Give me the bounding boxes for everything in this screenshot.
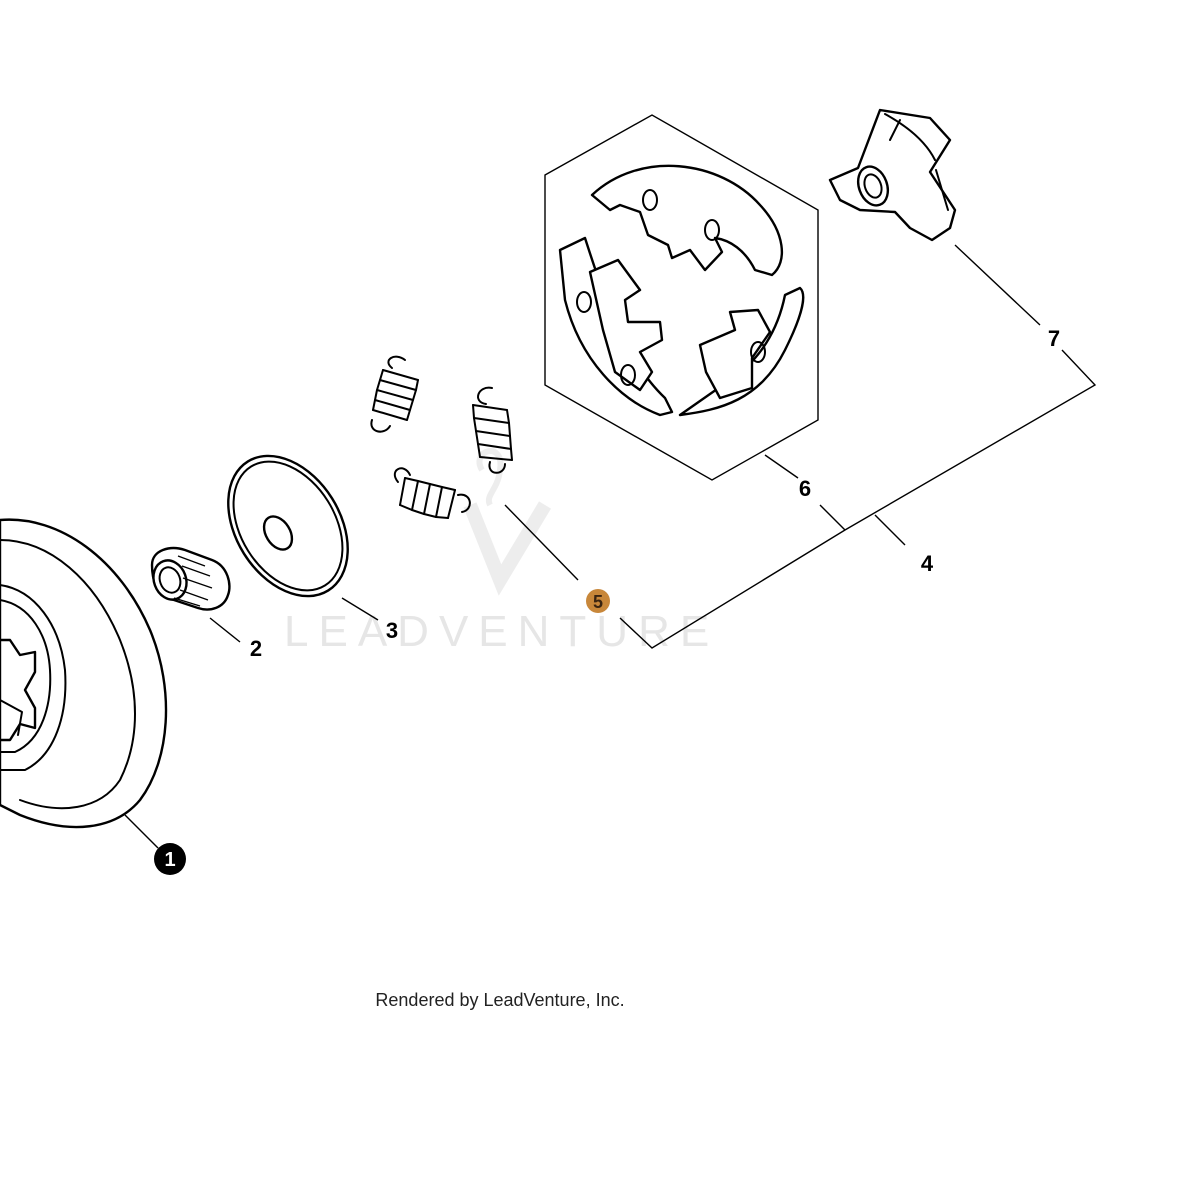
callout-7[interactable]: 7 [1048, 326, 1060, 351]
callout-6-label: 6 [799, 476, 811, 501]
spring-middle [472, 386, 513, 474]
shoe-right [678, 286, 805, 417]
callout-6[interactable]: 6 [799, 476, 811, 501]
callout-2[interactable]: 2 [250, 636, 262, 661]
part-clutch-hub[interactable] [828, 108, 957, 242]
callout-5-label: 5 [593, 592, 603, 612]
leader-lines [124, 244, 1097, 849]
callout-1[interactable]: 1 [154, 843, 186, 875]
callout-3-label: 3 [386, 618, 398, 643]
callout-2-label: 2 [250, 636, 262, 661]
shoes-kit-hexagon [544, 114, 819, 481]
part-springs[interactable] [370, 355, 513, 519]
callout-1-label: 1 [164, 849, 175, 871]
part-clutch-drum[interactable] [0, 518, 168, 829]
watermark: LEADVENTURE [284, 448, 719, 656]
callout-4[interactable]: 4 [921, 551, 934, 576]
spring-top [370, 355, 419, 433]
watermark-logo [463, 448, 552, 596]
shoe-left [558, 236, 674, 417]
spring-bottom [393, 467, 471, 519]
callout-3[interactable]: 3 [386, 618, 398, 643]
footer-credit: Rendered by LeadVenture, Inc. [375, 990, 624, 1010]
callout-7-label: 7 [1048, 326, 1060, 351]
callout-5[interactable]: 5 [586, 589, 610, 613]
shoe-top [590, 164, 784, 277]
part-washer[interactable] [204, 434, 373, 618]
part-needle-bearing[interactable] [148, 546, 231, 611]
callout-4-label: 4 [921, 551, 934, 576]
callout-5-badge [586, 589, 610, 613]
callout-1-badge [154, 843, 186, 875]
watermark-text: LEADVENTURE [284, 607, 719, 656]
part-clutch-shoes[interactable] [544, 114, 819, 481]
